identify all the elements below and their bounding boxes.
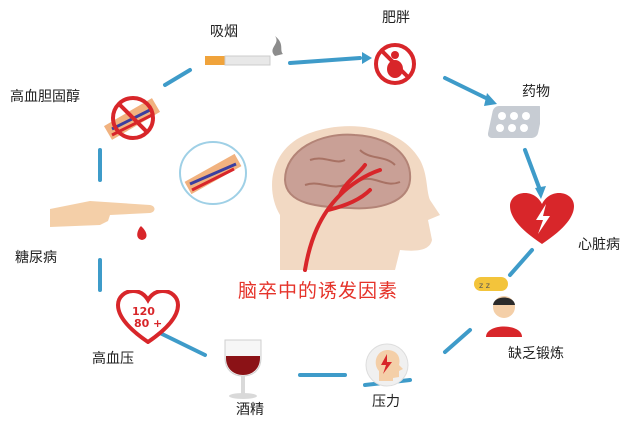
tired-person-icon: z z bbox=[474, 277, 522, 337]
ring-arrow bbox=[535, 186, 546, 199]
head-brain-illustration bbox=[272, 126, 440, 272]
plus-sign: + bbox=[153, 317, 162, 330]
ring-segment bbox=[158, 331, 207, 357]
ring-segment bbox=[443, 76, 492, 102]
heart-lightning-icon bbox=[510, 193, 574, 244]
systolic-value: 120 bbox=[132, 305, 155, 318]
factor-label-medication: 药物 bbox=[522, 84, 550, 100]
finger-prick-icon bbox=[50, 201, 155, 240]
ring-segment bbox=[288, 56, 362, 65]
ring-arrow bbox=[484, 93, 497, 106]
diagram-title: 脑卒中的诱发因素 bbox=[238, 280, 399, 302]
ring-segment bbox=[508, 248, 534, 277]
wine-glass-icon bbox=[224, 339, 262, 399]
diastolic-value: 80 bbox=[134, 317, 150, 330]
pill-blister-icon bbox=[488, 106, 540, 138]
factor-label-lack-of-exercise: 缺乏锻炼 bbox=[508, 346, 564, 362]
svg-text:z z: z z bbox=[479, 281, 490, 290]
factor-label-smoking: 吸烟 bbox=[210, 24, 238, 40]
ring-arrow bbox=[362, 52, 372, 64]
cigarette-icon bbox=[205, 36, 283, 66]
ring-segment bbox=[443, 328, 472, 354]
factor-label-stress: 压力 bbox=[372, 394, 400, 410]
no-obesity-icon bbox=[374, 43, 416, 85]
factor-label-obesity: 肥胖 bbox=[382, 10, 410, 26]
factor-label-heart-disease: 心脏病 bbox=[578, 237, 620, 253]
head-lightning-icon bbox=[365, 343, 409, 387]
artery-plaque-inset-icon bbox=[179, 141, 247, 205]
heart-pressure-icon: 120 80 + bbox=[116, 290, 180, 344]
no-clogged-artery-icon bbox=[103, 96, 161, 140]
factor-label-high-cholesterol: 高血胆固醇 bbox=[10, 89, 80, 105]
factor-label-hypertension: 高血压 bbox=[92, 351, 134, 367]
factor-label-alcohol: 酒精 bbox=[236, 402, 264, 418]
factor-label-diabetes: 糖尿病 bbox=[15, 250, 57, 266]
ring-segment bbox=[163, 68, 192, 87]
ring-segment bbox=[523, 148, 542, 192]
